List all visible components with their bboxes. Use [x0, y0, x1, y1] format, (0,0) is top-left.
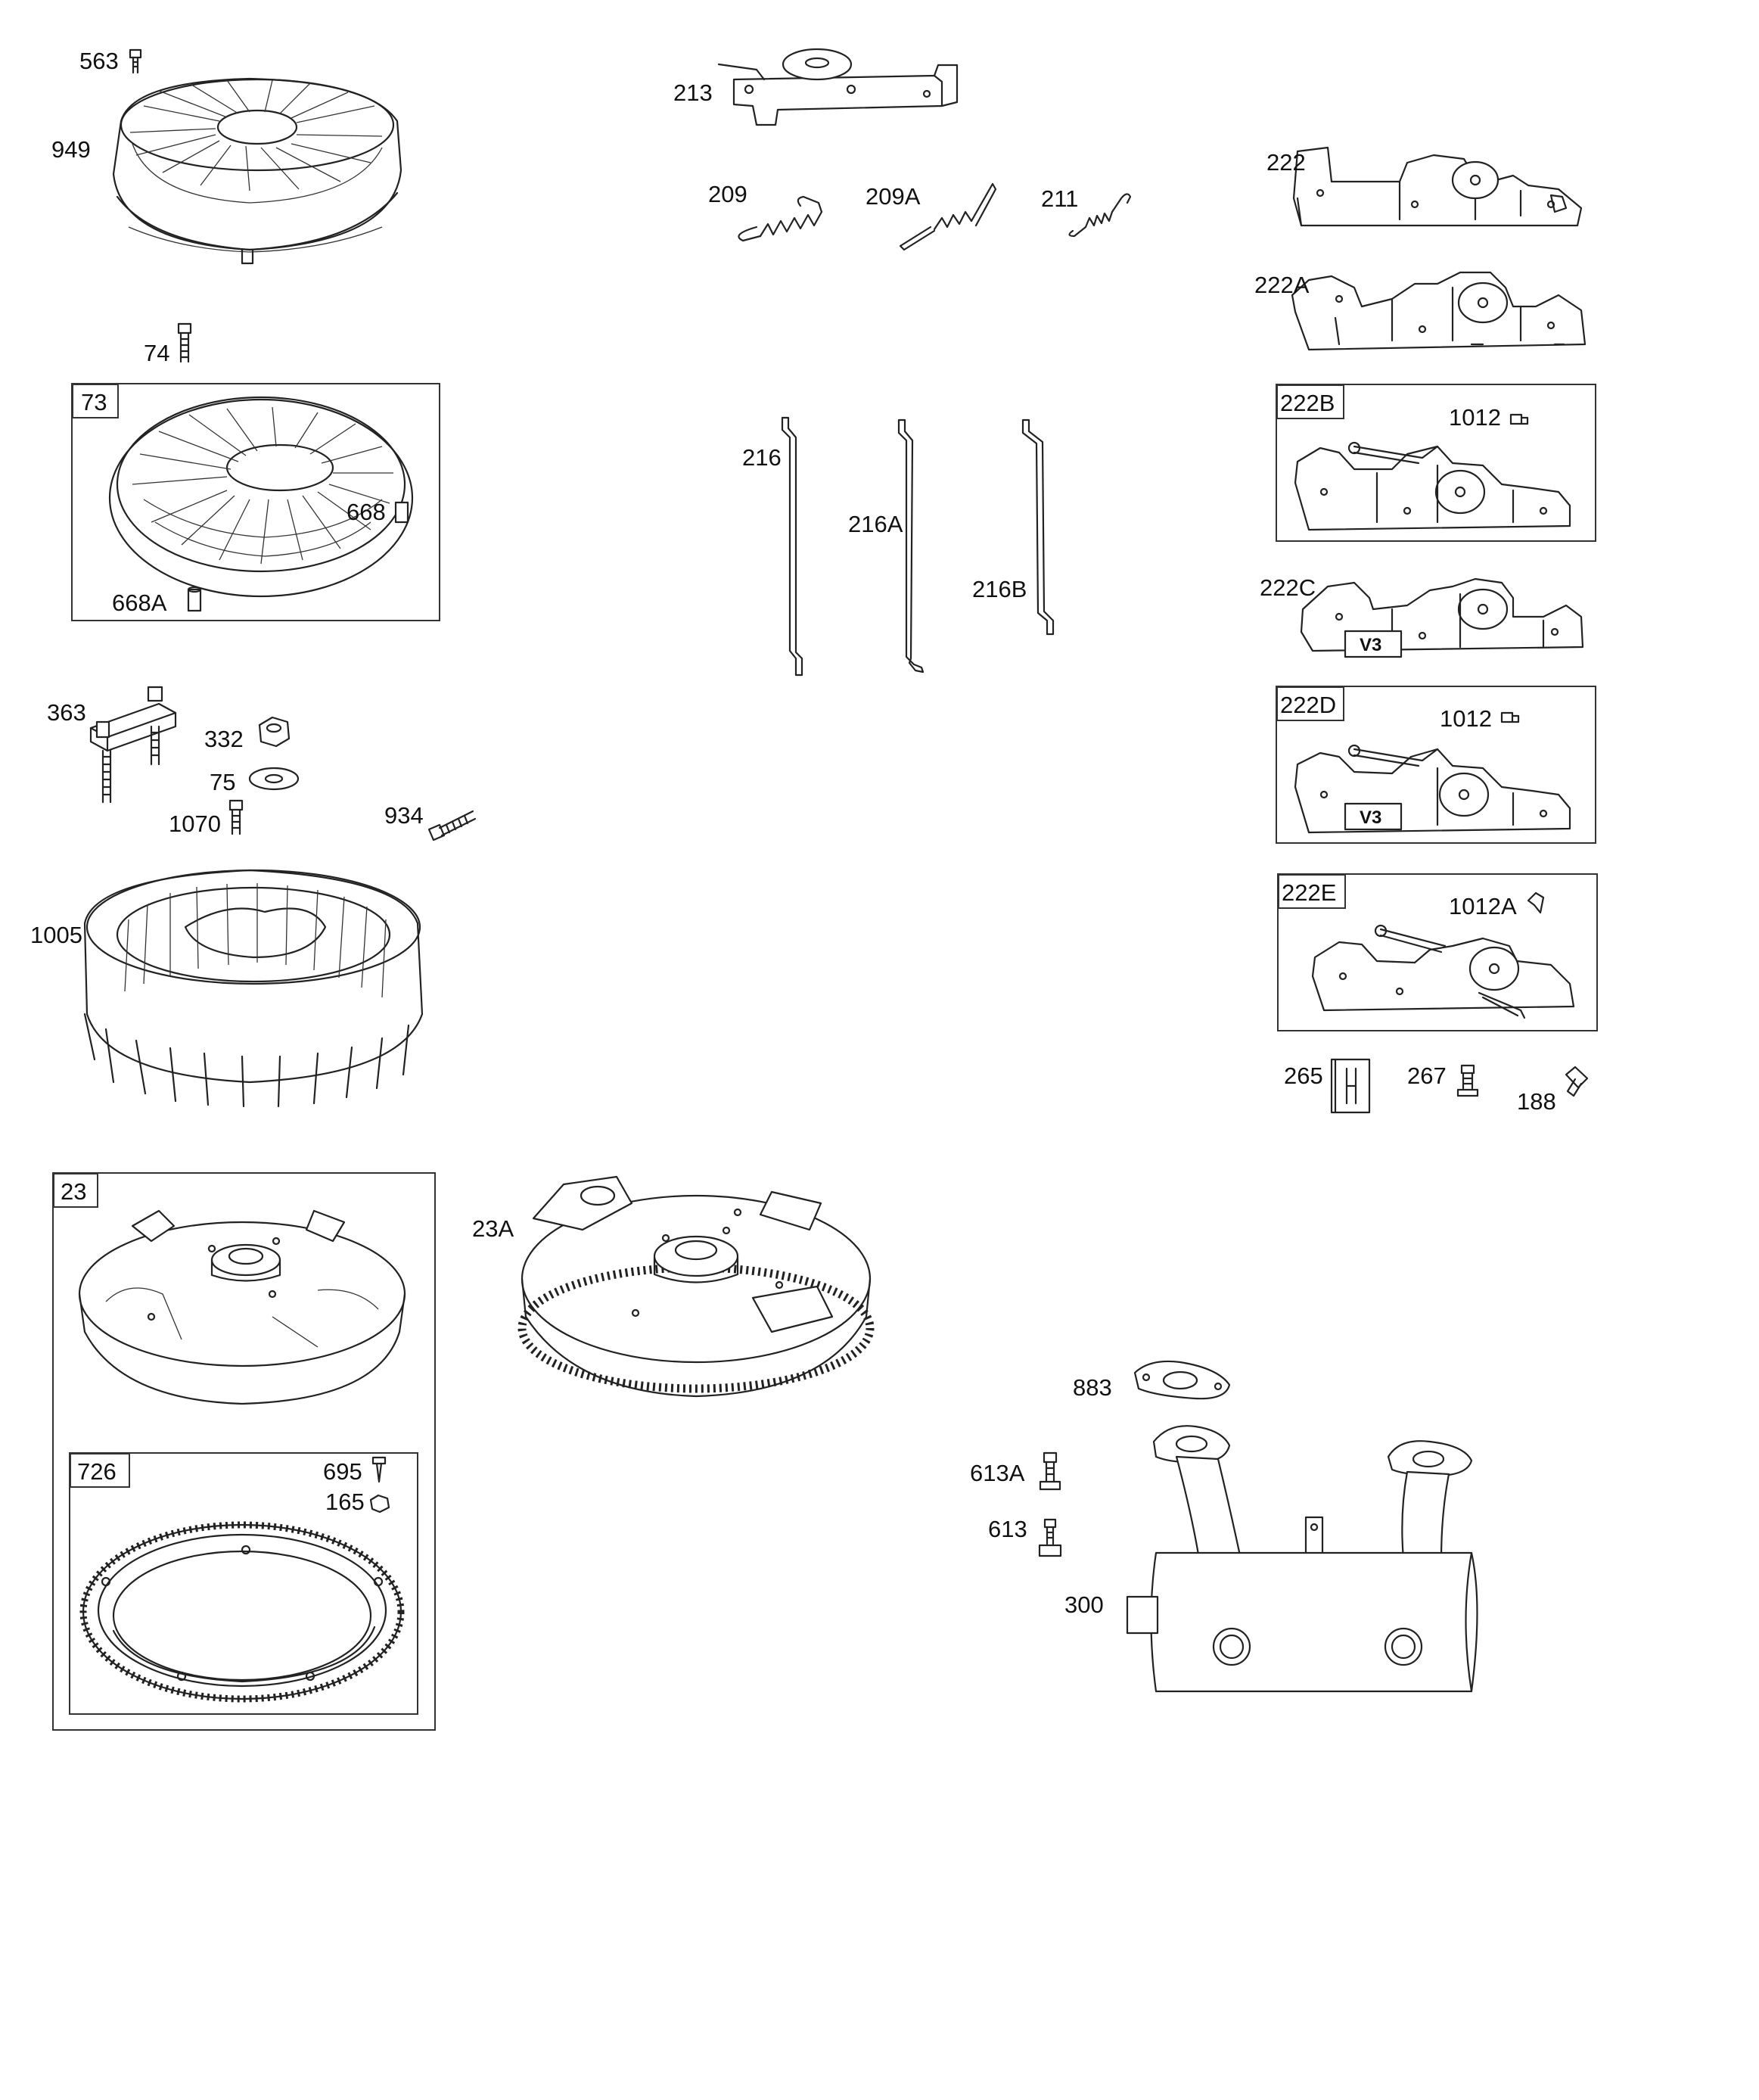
label-883: 883	[1073, 1374, 1112, 1401]
label-v3-d: V3	[1360, 807, 1381, 828]
part-216-rod-icon	[781, 416, 803, 677]
box-726	[69, 1452, 418, 1715]
part-222c-bracket-icon	[1300, 577, 1584, 652]
part-934-screw-icon	[427, 810, 477, 842]
label-726: 726	[77, 1458, 117, 1485]
label-209: 209	[708, 181, 747, 207]
part-209-spring-icon	[738, 195, 823, 242]
label-222: 222	[1266, 149, 1306, 176]
label-213: 213	[673, 79, 713, 106]
tag-v3-c	[1344, 630, 1403, 658]
label-v3-c: V3	[1360, 635, 1381, 655]
part-668a-icon	[187, 586, 202, 612]
label-165: 165	[325, 1489, 365, 1515]
part-1012a-icon	[1527, 891, 1545, 914]
label-222b: 222B	[1280, 390, 1335, 416]
label-74: 74	[144, 340, 169, 366]
label-668a: 668A	[112, 590, 167, 616]
label-1012-d: 1012	[1440, 705, 1492, 732]
part-211-spring-icon	[1068, 193, 1132, 238]
label-222e: 222E	[1282, 879, 1336, 906]
label-613a: 613A	[970, 1460, 1025, 1486]
part-267-screw-icon	[1456, 1064, 1479, 1097]
part-300-muffler-icon	[1126, 1425, 1478, 1693]
part-73-fan-screen-icon	[108, 396, 414, 598]
label-23: 23	[61, 1178, 86, 1205]
box-23-tag	[53, 1173, 98, 1208]
label-1012-b: 1012	[1449, 404, 1501, 431]
label-934: 934	[384, 802, 424, 829]
part-165-nut-icon	[369, 1494, 390, 1514]
label-300: 300	[1064, 1591, 1104, 1618]
part-75-washer-icon	[248, 767, 300, 791]
part-23-flywheel-icon	[78, 1209, 406, 1405]
label-613: 613	[988, 1516, 1027, 1542]
box-23	[52, 1172, 436, 1731]
label-668: 668	[347, 499, 386, 525]
part-222a-bracket-icon	[1291, 271, 1587, 351]
part-213-bracket-icon	[717, 48, 959, 126]
part-613-bolt-icon	[1038, 1518, 1062, 1557]
label-563: 563	[79, 48, 119, 74]
part-216b-rod-icon	[1021, 418, 1055, 636]
part-23a-flywheel-icon	[517, 1175, 875, 1398]
label-267: 267	[1407, 1062, 1447, 1089]
label-949: 949	[51, 136, 91, 163]
box-222b-tag	[1276, 384, 1344, 419]
box-73	[71, 383, 440, 621]
box-726-tag	[70, 1453, 130, 1488]
label-222d: 222D	[1280, 692, 1336, 718]
label-216: 216	[742, 444, 782, 471]
part-363-bracket-icon	[89, 686, 177, 804]
part-222-bracket-icon	[1292, 146, 1583, 227]
box-73-tag	[72, 384, 119, 418]
part-726-ring-gear-icon	[79, 1521, 405, 1703]
label-332: 332	[204, 726, 244, 752]
label-188: 188	[1517, 1088, 1556, 1115]
part-1005-fan-icon	[83, 869, 424, 1108]
box-222e	[1277, 873, 1598, 1031]
part-222d-bracket-icon	[1294, 744, 1571, 834]
part-613a-bolt-icon	[1039, 1451, 1061, 1491]
part-74-bolt-icon	[177, 322, 192, 363]
part-949-blower-housing-icon	[112, 77, 402, 265]
label-211: 211	[1041, 185, 1078, 212]
label-73: 73	[81, 389, 107, 415]
tag-v3-d	[1344, 802, 1403, 831]
part-883-gasket-icon	[1133, 1360, 1231, 1400]
label-222c: 222C	[1260, 574, 1316, 601]
part-332-nut-icon	[258, 716, 291, 748]
label-222a: 222A	[1254, 272, 1310, 298]
label-695: 695	[323, 1458, 362, 1485]
label-1012a: 1012A	[1449, 893, 1517, 919]
box-222d	[1276, 686, 1596, 844]
part-1012-icon-b	[1509, 413, 1529, 425]
box-222d-tag	[1276, 686, 1344, 721]
label-1005: 1005	[30, 922, 82, 948]
box-222b	[1276, 384, 1596, 542]
part-216a-rod-icon	[897, 418, 925, 674]
part-668-icon	[394, 501, 409, 524]
label-1070: 1070	[169, 810, 221, 837]
label-363: 363	[47, 699, 86, 726]
label-75: 75	[210, 769, 235, 795]
label-216a: 216A	[848, 511, 903, 537]
part-1070-bolt-icon	[228, 799, 244, 835]
part-222e-bracket-icon	[1311, 924, 1575, 1019]
part-563-bolt-icon	[129, 48, 142, 74]
label-209a: 209A	[866, 183, 921, 210]
part-222b-bracket-icon	[1294, 441, 1571, 531]
part-188-bolt-icon	[1565, 1066, 1589, 1097]
part-695-screw-icon	[371, 1456, 387, 1483]
part-209a-spring-icon	[899, 182, 997, 251]
part-265-clip-icon	[1330, 1058, 1371, 1114]
label-265: 265	[1284, 1062, 1323, 1089]
label-23a: 23A	[472, 1215, 514, 1242]
label-216b: 216B	[972, 576, 1027, 602]
box-222e-tag	[1278, 874, 1346, 909]
part-1012-icon-d	[1500, 711, 1520, 723]
